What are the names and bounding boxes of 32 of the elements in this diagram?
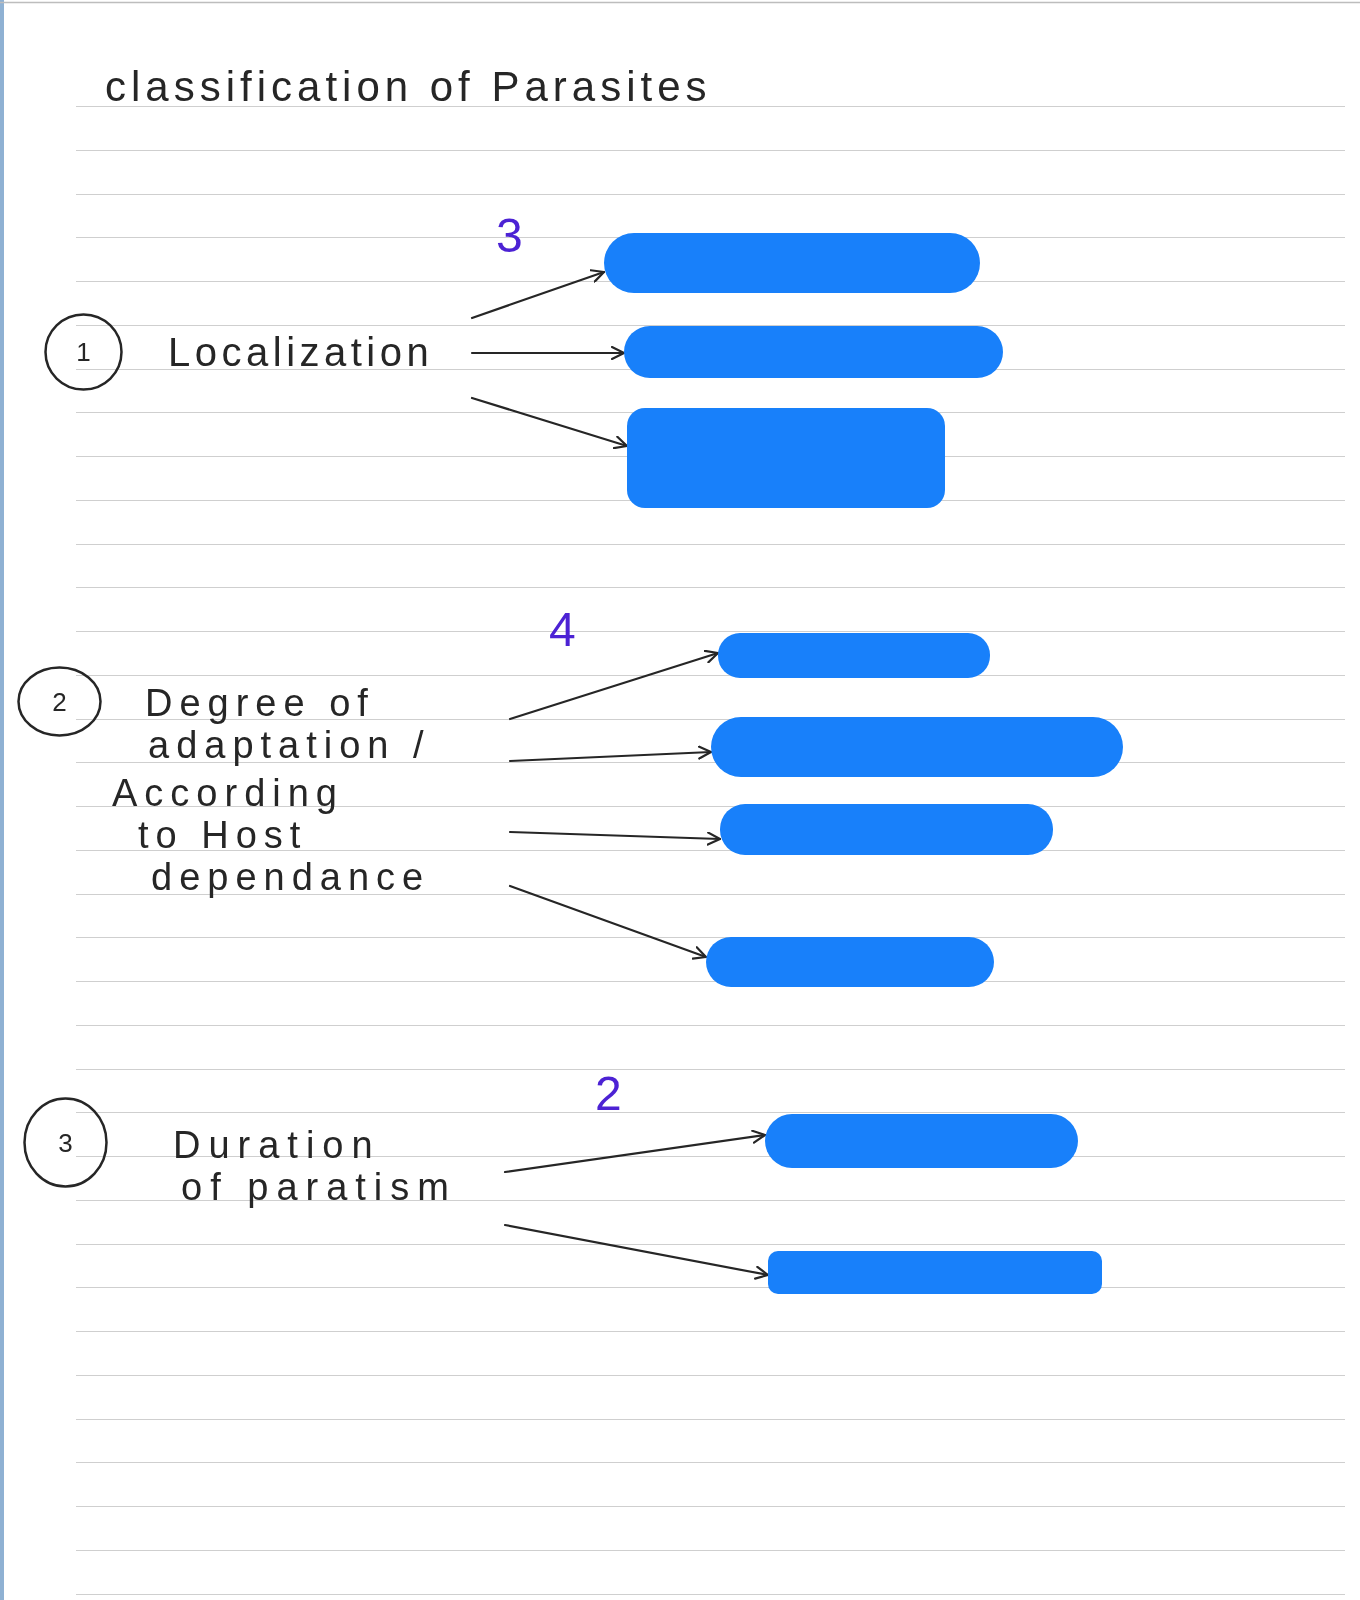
page-title: classification of Parasites [105, 66, 712, 108]
redaction-bar [718, 633, 990, 678]
arrow [503, 1223, 770, 1280]
redaction-bar [765, 1114, 1078, 1168]
category-label: Localization [168, 329, 434, 376]
numbered-circle [17, 666, 102, 737]
count-number: 2 [595, 1070, 622, 1118]
category-label: Degree of adaptation / [145, 682, 431, 766]
category-label: According to Host dependance [112, 772, 431, 898]
numbered-circle [23, 1097, 108, 1188]
redaction-bar [706, 937, 994, 987]
arrow [470, 396, 629, 450]
step-number: 2 [52, 688, 67, 715]
redaction-bar [720, 804, 1053, 855]
category-label: Duration of paratism [173, 1124, 457, 1208]
arrow [503, 1129, 767, 1174]
redaction-bar [627, 408, 945, 508]
arrow [508, 745, 713, 763]
arrow [470, 269, 606, 320]
arrow [470, 345, 626, 361]
step-number: 1 [76, 339, 91, 365]
arrow [508, 830, 722, 846]
redaction-bar [768, 1251, 1102, 1294]
redaction-bar [711, 717, 1123, 777]
arrow [508, 884, 708, 960]
count-number: 4 [549, 606, 576, 654]
arrow [508, 649, 720, 721]
redaction-bar [624, 326, 1003, 378]
step-number: 3 [58, 1129, 73, 1156]
numbered-circle [44, 313, 123, 391]
redaction-bar [604, 233, 980, 293]
count-number: 3 [496, 212, 523, 260]
